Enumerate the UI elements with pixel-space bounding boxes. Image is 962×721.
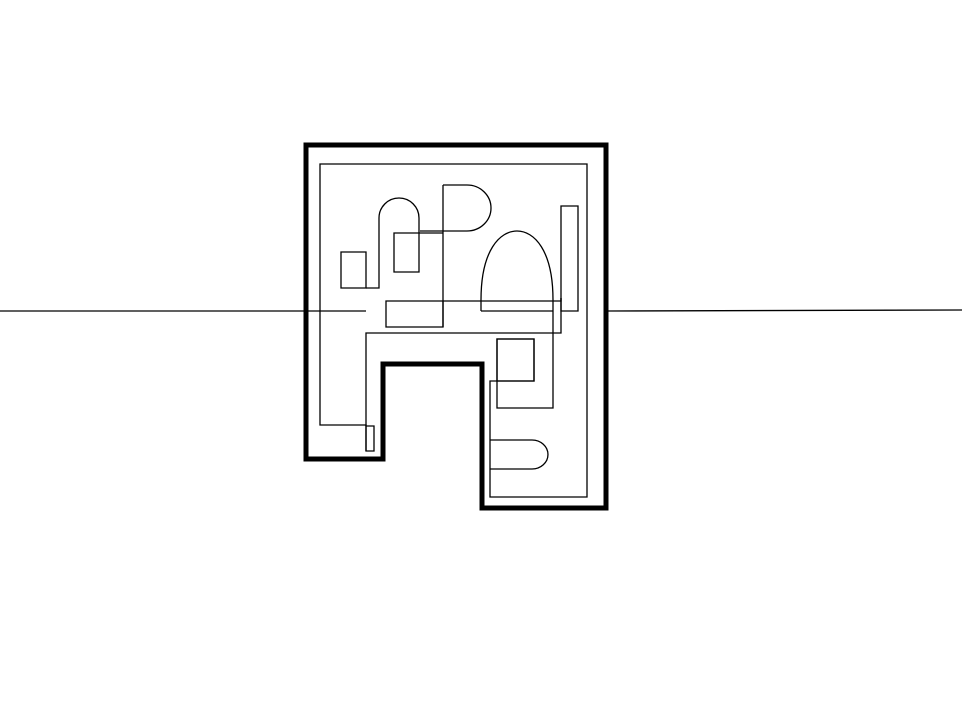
left-connector [365, 298, 562, 426]
connector-left-top [366, 218, 380, 289]
small-rectangle-left [340, 251, 367, 289]
tall-dome [480, 230, 554, 409]
long-rect-connector [443, 298, 562, 302]
bottom-left-small-rectangle [365, 425, 375, 452]
bottom-rounded-tab [490, 439, 549, 470]
tall-narrow-rectangle [560, 205, 579, 312]
half-round-shape [420, 184, 492, 232]
outer-boundary [303, 142, 609, 511]
inner-route [319, 163, 588, 498]
lower-square [496, 338, 535, 382]
round-top-rectangle [378, 197, 443, 273]
long-horizontal-rectangle [385, 300, 444, 328]
